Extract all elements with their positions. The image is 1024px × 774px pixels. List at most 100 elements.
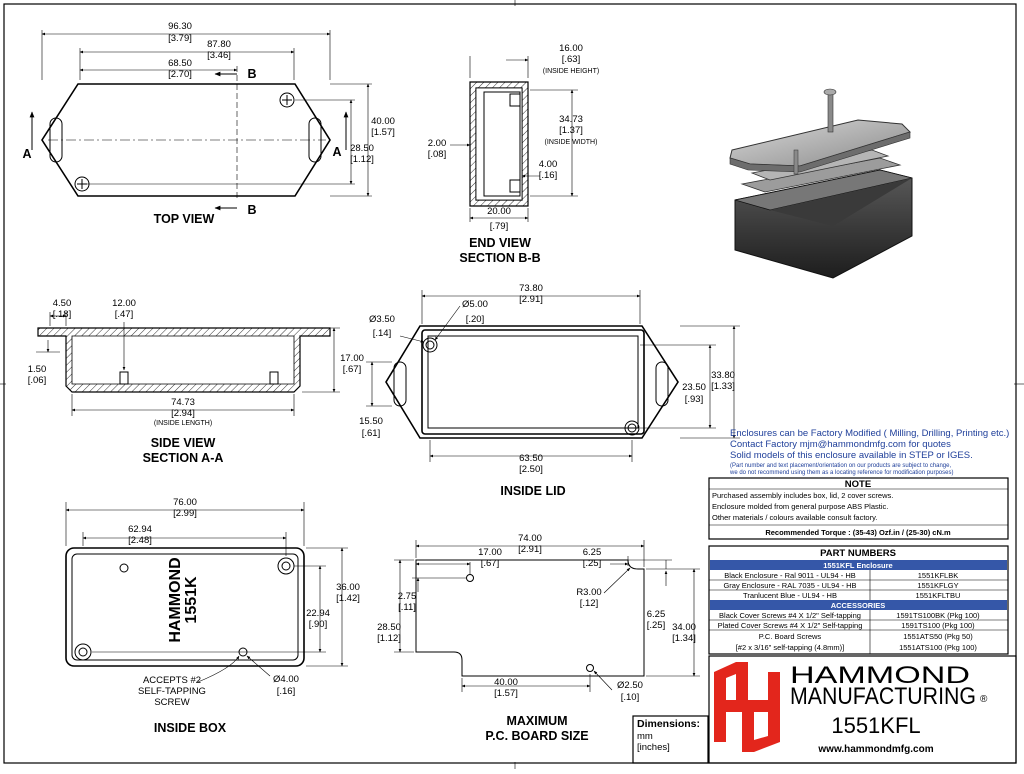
- torque-note: Recommended Torque : (35-43) Ozf.in / (2…: [765, 528, 951, 537]
- company-name: MANUFACTURING: [790, 683, 976, 710]
- part-desc: Tranlucent Blue - UL94 - HB: [743, 591, 837, 600]
- view-title: SIDE VIEW: [151, 436, 216, 450]
- dim-label: 74.73: [171, 397, 195, 408]
- dim-label: [2.94]: [171, 408, 195, 419]
- note-line: Enclosure molded from general purpose AB…: [712, 502, 888, 511]
- units-box: [632, 715, 709, 764]
- dim-label: [.14]: [373, 328, 392, 339]
- info-line: Contact Factory mjm@hammondmfg.com for q…: [730, 439, 951, 450]
- part-number: 1551ATS100 (Pkg 100): [899, 643, 977, 652]
- dim-label: R3.00: [576, 587, 601, 598]
- dim-label: [.25]: [583, 558, 602, 569]
- dim-label: [.16]: [277, 686, 296, 697]
- note-box: NOTE Purchased assembly includes box, li…: [708, 477, 1009, 540]
- note-text: SCREW: [154, 697, 189, 708]
- inside-lid-view: 73.80 [2.91] Ø5.00 [.20] Ø3.50 [.14] 23.…: [359, 283, 740, 498]
- dim-label: 40.00: [371, 116, 395, 127]
- part-number: 1551KFLBK: [918, 571, 958, 580]
- part-numbers-table: PART NUMBERS 1551KFL Enclosure Black Enc…: [708, 545, 1009, 655]
- part-number: 1551ATS50 (Pkg 50): [903, 632, 973, 641]
- dim-label: [1.37]: [559, 125, 583, 136]
- emboss-text: HAMMOND: [167, 557, 184, 642]
- dim-label: [2.91]: [518, 544, 542, 555]
- dim-label: 76.00: [173, 497, 197, 508]
- dim-label: 6.25: [583, 547, 602, 558]
- dim-label: [.06]: [28, 375, 47, 386]
- dim-label: [1.33]: [711, 381, 735, 392]
- title-block: HAMMOND MANUFACTURING ® 1551KFL www.hamm…: [632, 655, 1017, 764]
- dim-label: 17.00: [340, 353, 364, 364]
- view-title: END VIEW: [469, 236, 531, 250]
- part-desc: Black Cover Screws #4 X 1/2" Self-tappin…: [719, 611, 861, 620]
- dim-label: [.67]: [343, 364, 362, 375]
- info-text: Enclosures can be Factory Modified ( Mil…: [729, 428, 1009, 476]
- dim-label: 36.00: [336, 582, 360, 593]
- dim-label: [.12]: [580, 598, 599, 609]
- dim-label: [1.12]: [350, 154, 374, 165]
- dim-label: [1.57]: [494, 688, 518, 699]
- dim-label: [1.42]: [336, 593, 360, 604]
- inside-box-view: HAMMOND 1551K 76.00 [2.99] 62.94 [2.48] …: [65, 497, 360, 735]
- note-title: NOTE: [845, 479, 871, 490]
- view-title: INSIDE BOX: [154, 721, 227, 735]
- dim-label: [.08]: [428, 149, 447, 160]
- view-title: SECTION B-B: [459, 251, 540, 265]
- max-pcb-view: 74.00 [2.91] 17.00 [.67] 6.25 [.25] 2.75…: [377, 533, 700, 743]
- note-line: Other materials / colours available cons…: [712, 513, 877, 522]
- sheet-border: [3, 3, 1017, 764]
- dim-label: 68.50: [168, 58, 192, 69]
- section-marker: B: [247, 67, 256, 81]
- view-title: TOP VIEW: [154, 212, 215, 226]
- dim-label: [2.48]: [128, 535, 152, 546]
- part-desc: [#2 x 3/16" self-tapping (4.8mm)]: [736, 643, 845, 652]
- dim-label: [.25]: [647, 620, 666, 631]
- note-text: ACCEPTS #2: [143, 675, 201, 686]
- dim-label: 63.50: [519, 453, 543, 464]
- dim-label: 2.75: [398, 591, 417, 602]
- dim-label: 23.50: [682, 382, 706, 393]
- dim-label: [1.12]: [377, 633, 401, 644]
- dim-label: 12.00: [112, 298, 136, 309]
- dim-label: 62.94: [128, 524, 152, 535]
- dim-label: 16.00: [559, 43, 583, 54]
- dim-label: 40.00: [494, 677, 518, 688]
- part-number: 1591TS100BK (Pkg 100): [896, 611, 980, 620]
- dim-label: [.61]: [362, 428, 381, 439]
- dim-label: 22.94: [306, 608, 330, 619]
- info-line: Enclosures can be Factory Modified ( Mil…: [730, 428, 1009, 439]
- registered-mark: ®: [980, 694, 988, 705]
- dim-label: [.67]: [481, 558, 500, 569]
- dim-label: 28.50: [350, 143, 374, 154]
- part-number: 1551KFLGY: [917, 581, 958, 590]
- section-marker: A: [332, 145, 341, 159]
- part-desc: P.C. Board Screws: [759, 632, 822, 641]
- dim-label: [2.70]: [168, 69, 192, 80]
- company-name: HAMMOND: [790, 662, 970, 689]
- dim-label: 87.80: [207, 39, 231, 50]
- dim-label: [2.99]: [173, 508, 197, 519]
- dim-label: Ø3.50: [369, 314, 395, 325]
- dim-label: [.63]: [562, 54, 581, 65]
- dim-label: [3.79]: [168, 33, 192, 44]
- dim-label: [.18]: [53, 309, 72, 320]
- dim-label: 20.00: [487, 206, 511, 217]
- view-title: INSIDE LID: [500, 484, 565, 498]
- dim-label: [.47]: [115, 309, 134, 320]
- dim-note: (INSIDE LENGTH): [154, 420, 212, 427]
- dim-label: 4.00: [539, 159, 558, 170]
- dim-label: [2.91]: [519, 294, 543, 305]
- model-number: 1551KFL: [831, 713, 920, 738]
- dim-label: 74.00: [518, 533, 542, 544]
- dim-label: 73.80: [519, 283, 543, 294]
- dim-label: 34.00: [672, 622, 696, 633]
- dim-label: [.16]: [539, 170, 558, 181]
- units-value: [inches]: [637, 742, 670, 753]
- dim-label: [.93]: [685, 394, 704, 405]
- part-desc: Gray Enclosure - RAL 7035 - UL94 - HB: [723, 581, 856, 590]
- dim-label: 96.30: [168, 21, 192, 32]
- note-text: SELF-TAPPING: [138, 686, 206, 697]
- dim-label: [1.34]: [672, 633, 696, 644]
- dim-label: [.90]: [309, 619, 328, 630]
